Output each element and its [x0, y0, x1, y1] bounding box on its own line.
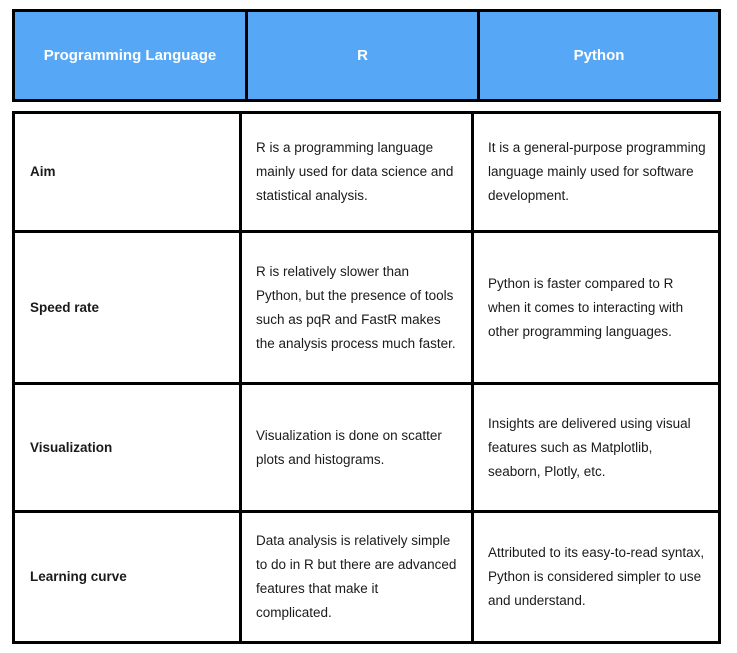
cell-aim-r: R is a programming language mainly used … — [239, 114, 471, 230]
table-row: Speed rate R is relatively slower than P… — [15, 233, 718, 385]
cell-speed-rate-r: R is relatively slower than Python, but … — [239, 233, 471, 382]
comparison-table: Programming Language R Python Aim R is a… — [12, 9, 721, 644]
table-body: Aim R is a programming language mainly u… — [12, 111, 721, 644]
row-label-speed-rate: Speed rate — [30, 299, 100, 315]
column-header-python: Python — [477, 12, 718, 99]
cell-visualization-python: Insights are delivered using visual feat… — [471, 385, 718, 510]
table-row: Visualization Visualization is done on s… — [15, 385, 718, 513]
column-header-programming-language: Programming Language — [15, 12, 245, 99]
cell-aim-python: It is a general-purpose programming lang… — [471, 114, 718, 230]
cell-speed-rate-python: Python is faster compared to R when it c… — [471, 233, 718, 382]
cell-learning-curve-r: Data analysis is relatively simple to do… — [239, 513, 471, 641]
table-row: Aim R is a programming language mainly u… — [15, 114, 718, 233]
cell-visualization-r: Visualization is done on scatter plots a… — [239, 385, 471, 510]
column-header-r: R — [245, 12, 477, 99]
cell-learning-curve-python: Attributed to its easy-to-read syntax, P… — [471, 513, 718, 641]
row-label-aim: Aim — [30, 164, 56, 179]
row-label-visualization: Visualization — [30, 439, 113, 455]
table-header-row: Programming Language R Python — [12, 9, 721, 102]
table-row: Learning curve Data analysis is relative… — [15, 513, 718, 641]
row-label-learning-curve: Learning curve — [30, 569, 127, 584]
